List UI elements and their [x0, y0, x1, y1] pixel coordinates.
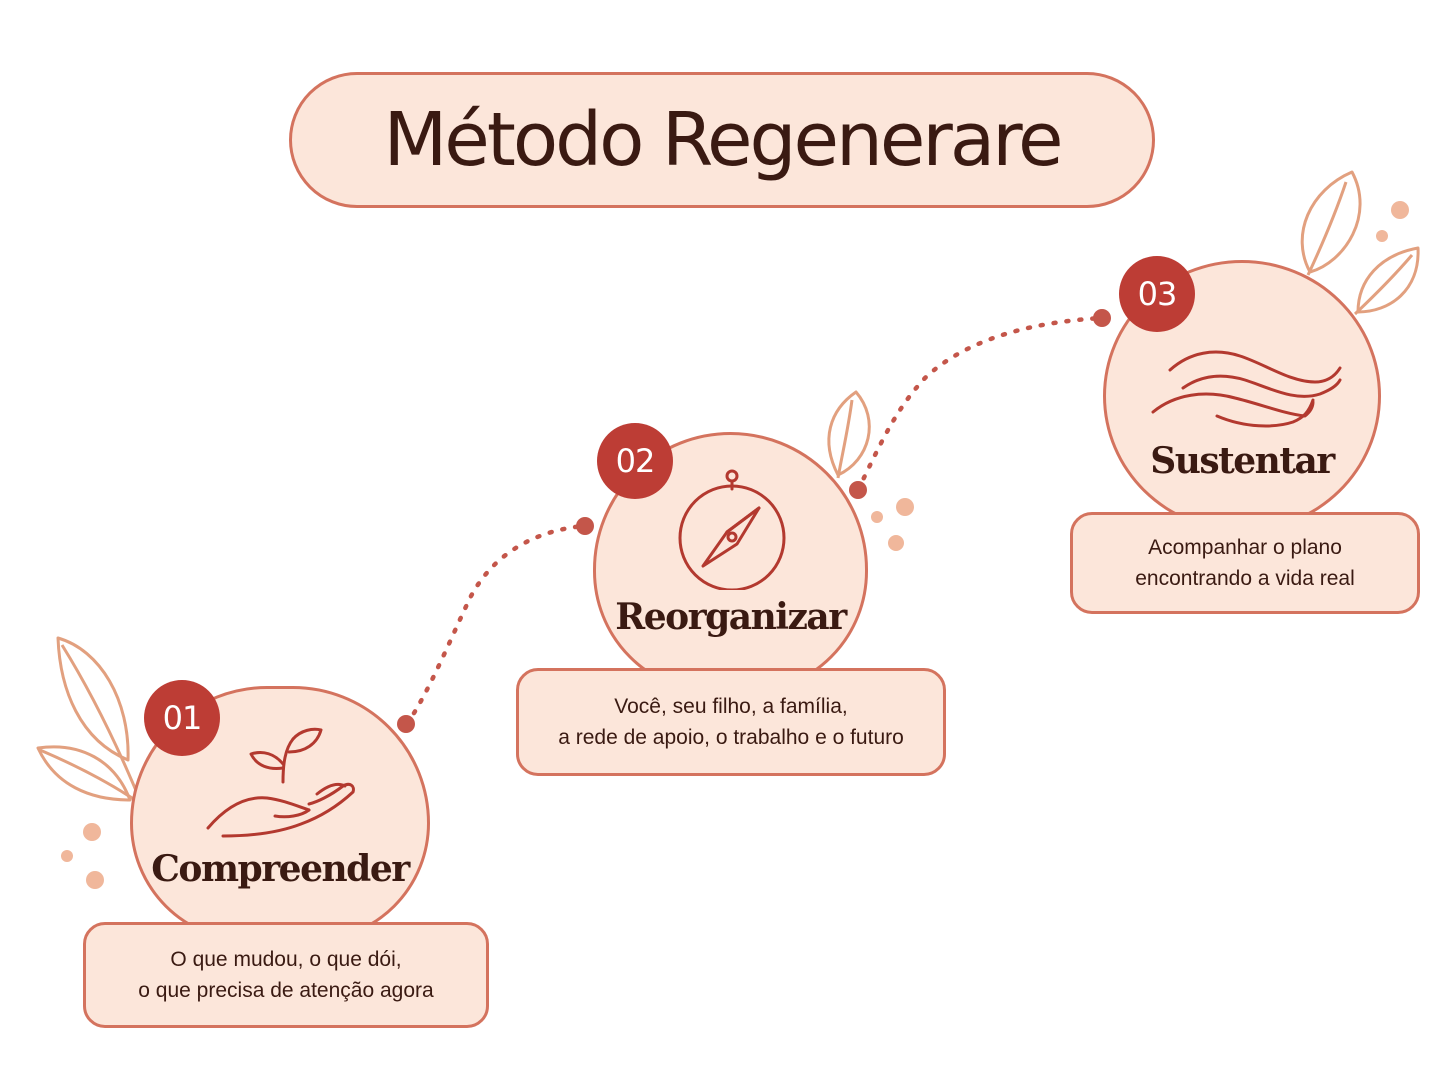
decor-dot — [83, 823, 101, 841]
step-badge: 03 — [1119, 256, 1195, 332]
description-line: encontrando a vida real — [1135, 567, 1355, 590]
connector-dot — [1093, 309, 1111, 327]
step-badge: 02 — [597, 423, 673, 499]
connector-dot — [576, 517, 594, 535]
description-line: o que precisa de atenção agora — [138, 979, 434, 1002]
connector-path-2-3 — [855, 315, 1105, 493]
description-line: O que mudou, o que dói, — [170, 948, 402, 971]
leaf-decoration-middle — [827, 390, 871, 479]
decor-dot — [61, 850, 73, 862]
title-banner: Método Regenerare — [289, 72, 1155, 208]
step-description: Acompanhar o plano encontrando a vida re… — [1070, 512, 1420, 614]
step-badge: 01 — [144, 680, 220, 756]
leaf-decoration-left — [36, 636, 142, 802]
connector-dot — [849, 481, 867, 499]
step-name: Compreender — [151, 848, 410, 890]
description-line: Você, seu filho, a família, — [614, 695, 848, 718]
step-name: Sustentar — [1150, 440, 1335, 482]
page-title: Método Regenerare — [383, 97, 1063, 183]
hand-sprout-icon — [206, 727, 355, 838]
decor-dot — [86, 871, 104, 889]
description-line: Acompanhar o plano — [1148, 536, 1342, 559]
compass-icon — [678, 469, 786, 590]
connector-path-1-2 — [404, 523, 587, 727]
waves-icon — [1151, 350, 1342, 428]
decor-dot — [1391, 201, 1409, 219]
decor-dot — [888, 535, 904, 551]
description-line: a rede de apoio, o trabalho e o futuro — [558, 726, 904, 749]
step-description: O que mudou, o que dói, o que precisa de… — [83, 922, 489, 1028]
decor-dot — [1376, 230, 1388, 242]
decor-dot — [896, 498, 914, 516]
step-description: Você, seu filho, a família, a rede de ap… — [516, 668, 946, 776]
leaf-decoration-right — [1300, 170, 1420, 316]
step-3-circle — [1103, 260, 1381, 532]
step-2-circle — [593, 432, 868, 694]
connector-dot — [397, 715, 415, 733]
decor-dot — [871, 511, 883, 523]
step-name: Reorganizar — [615, 596, 847, 638]
